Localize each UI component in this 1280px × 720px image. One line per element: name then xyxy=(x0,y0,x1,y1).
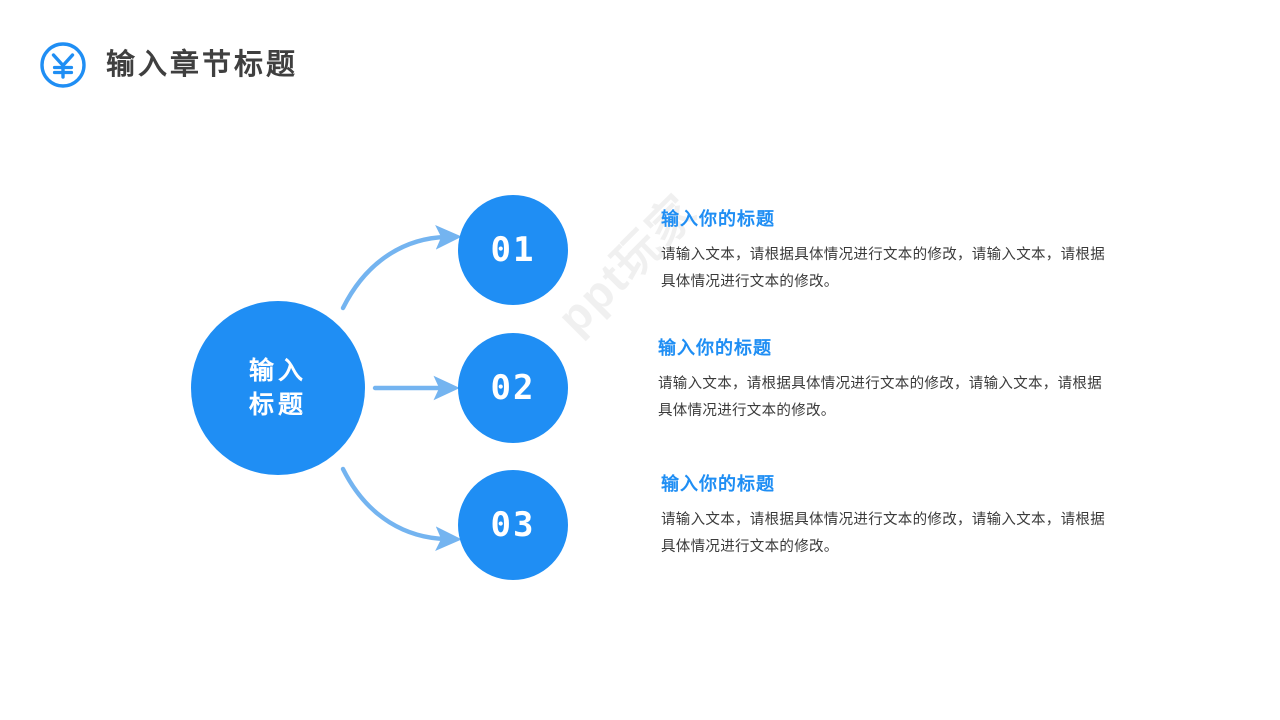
content-block-1: 输入你的标题 请输入文本，请根据具体情况进行文本的修改，请输入文本，请根据具体情… xyxy=(661,210,1111,296)
content-block-1-body: 请输入文本，请根据具体情况进行文本的修改，请输入文本，请根据具体情况进行文本的修… xyxy=(661,247,1105,290)
hub-label-line-2: 标题 xyxy=(248,391,307,419)
node-number-02: 02 xyxy=(490,368,536,408)
slide-header: 输入章节标题 xyxy=(38,40,298,90)
content-block-3-title: 输入你的标题 xyxy=(661,474,775,494)
hub-circle[interactable]: 输入 标题 xyxy=(191,301,365,475)
content-block-2-title: 输入你的标题 xyxy=(658,338,772,358)
node-number-03: 03 xyxy=(490,505,536,545)
node-number-01: 01 xyxy=(490,230,536,270)
yen-circle-icon xyxy=(40,42,86,88)
curve-up-right-arrow xyxy=(340,224,462,311)
node-circle-02[interactable]: 02 xyxy=(458,333,568,443)
curve-down-right-arrow xyxy=(340,466,462,552)
content-block-2: 输入你的标题 请输入文本，请根据具体情况进行文本的修改，请输入文本，请根据具体情… xyxy=(658,339,1108,425)
content-block-1-title: 输入你的标题 xyxy=(661,209,775,229)
node-circle-03[interactable]: 03 xyxy=(458,470,568,580)
hub-label-line-1: 输入 xyxy=(248,357,307,385)
node-circle-01[interactable]: 01 xyxy=(458,195,568,305)
content-block-3-body: 请输入文本，请根据具体情况进行文本的修改，请输入文本，请根据具体情况进行文本的修… xyxy=(661,512,1105,555)
content-block-3: 输入你的标题 请输入文本，请根据具体情况进行文本的修改，请输入文本，请根据具体情… xyxy=(661,475,1111,561)
page-title: 输入章节标题 xyxy=(106,48,299,81)
content-block-2-body: 请输入文本，请根据具体情况进行文本的修改，请输入文本，请根据具体情况进行文本的修… xyxy=(658,376,1102,419)
